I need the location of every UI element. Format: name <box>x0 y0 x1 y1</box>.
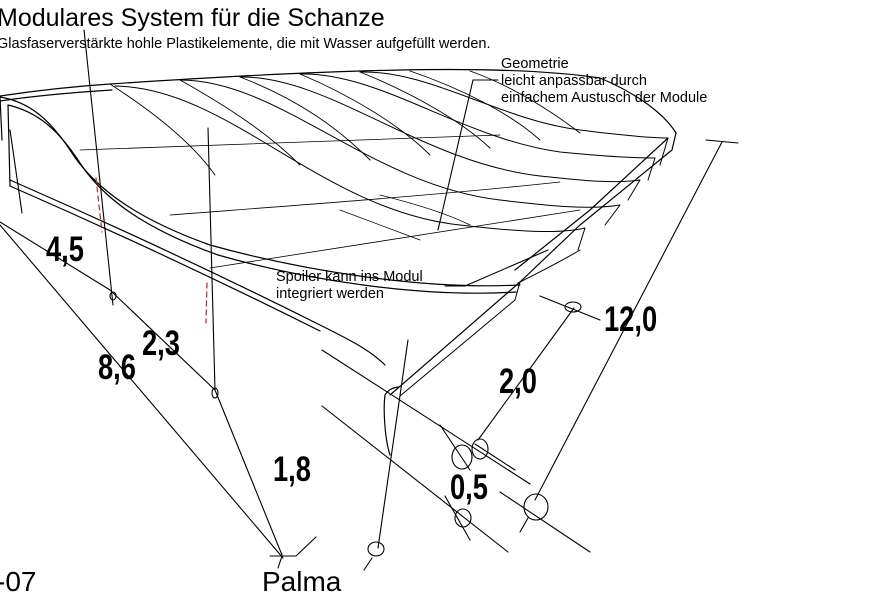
geometry-note-line-3: einfachem Austusch der Module <box>501 90 708 106</box>
footer-left-text: -07 <box>0 566 37 597</box>
geometry-note-line-1: Geometrie <box>501 56 569 72</box>
dimension-1-8: 1,8 <box>273 450 311 489</box>
spoiler-note-line-2: integriert werden <box>276 286 384 302</box>
hidden-edges <box>95 177 208 324</box>
page-subtitle: Glasfaserverstärkte hohle Plastikelement… <box>0 36 491 52</box>
geometry-note: Geometrie leicht anpassbar durch einfach… <box>501 56 707 107</box>
dimension-lines <box>0 29 739 571</box>
spoiler-note-line-1: Spoiler kann ins Modul <box>276 269 423 285</box>
dimension-0-5: 0,5 <box>450 468 488 507</box>
page-title: Modulares System für die Schanze <box>0 4 385 32</box>
spoiler-note: Spoiler kann ins Modul integriert werden <box>276 269 423 303</box>
dimension-12-0: 12,0 <box>604 300 658 339</box>
dimension-4-5: 4,5 <box>46 230 84 269</box>
geometry-note-line-2: leicht anpassbar durch <box>501 73 647 89</box>
dimension-2-0: 2,0 <box>499 362 537 401</box>
dimension-2-3: 2,3 <box>142 324 180 363</box>
ramp-body <box>0 68 677 456</box>
footer-center-text: Palma <box>262 566 342 597</box>
dimension-8-6: 8,6 <box>98 348 136 387</box>
